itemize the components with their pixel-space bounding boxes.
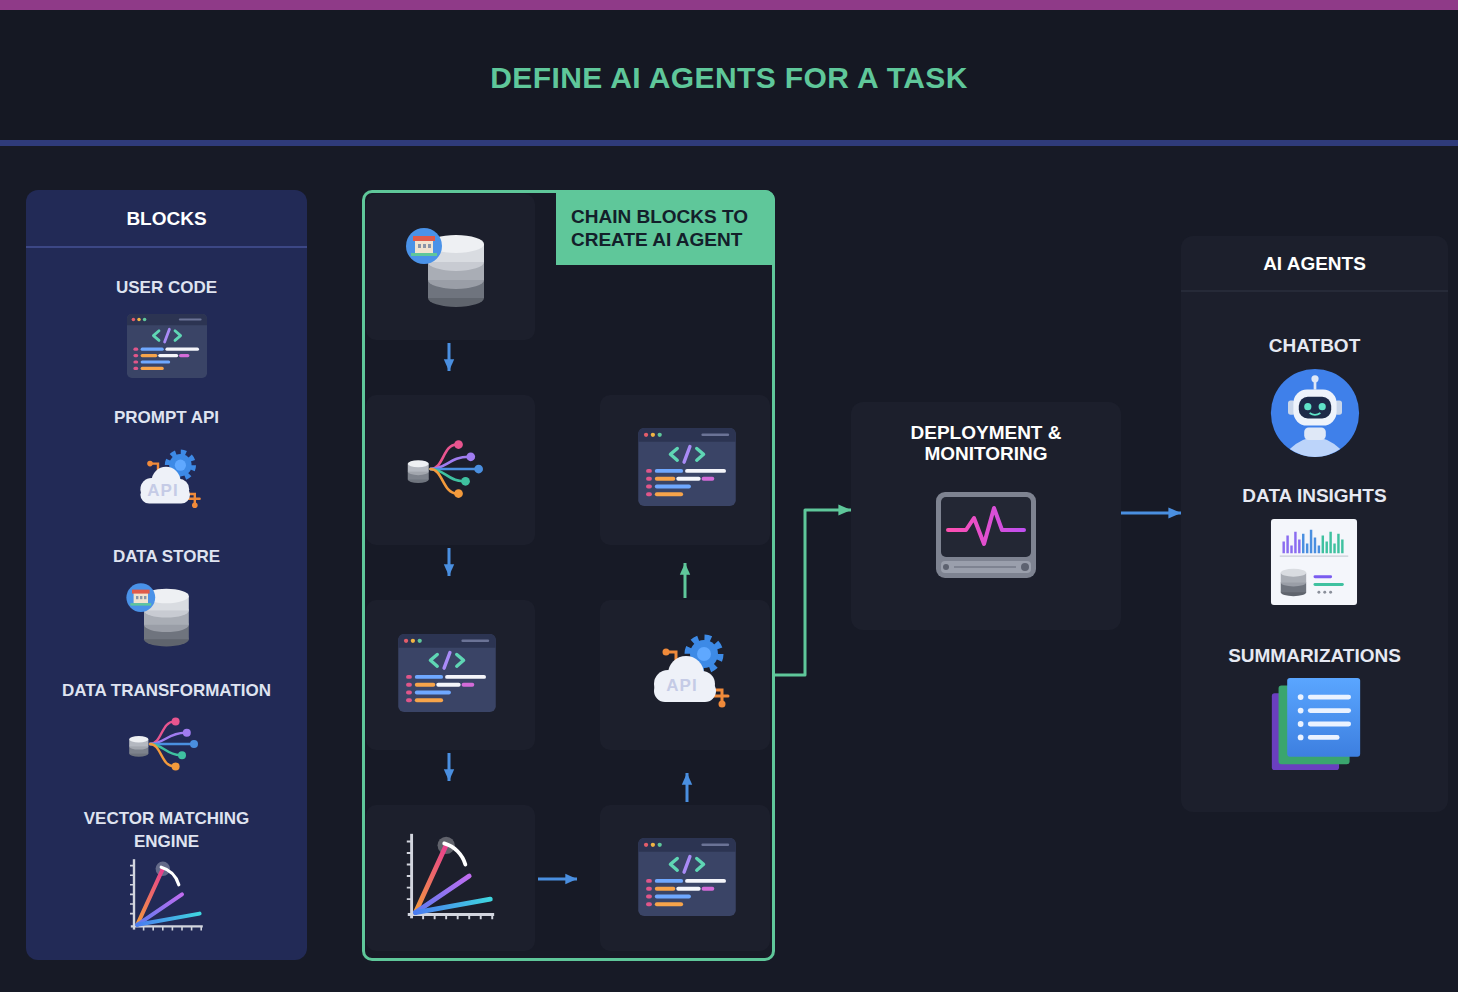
top-accent-bar bbox=[0, 0, 1458, 10]
process-box: DEPLOYMENT & MONITORING bbox=[851, 402, 1121, 630]
chain-tiles-part bbox=[366, 395, 535, 545]
user-code-icon bbox=[638, 838, 736, 916]
data-transformation-icon bbox=[408, 440, 483, 498]
header-band bbox=[0, 0, 1458, 140]
agents-panel: AI AGENTS CHATBOT DATA INSIGHTS SUMMARIZATI… bbox=[1181, 236, 1448, 812]
chain-panel: CHAIN BLOCKS TO CREATE AI AGENT bbox=[362, 190, 775, 961]
flow-connector bbox=[775, 510, 851, 675]
panel-heading: AI AGENTS bbox=[1181, 236, 1448, 292]
user-code-icon bbox=[398, 634, 496, 712]
chain-tiles-part bbox=[600, 600, 770, 750]
chain-arrows-part bbox=[538, 878, 577, 881]
chain-tiles-part bbox=[366, 805, 535, 951]
chain-arrows bbox=[449, 343, 687, 879]
chain-tiles-part bbox=[600, 805, 770, 951]
chain-arrows-part bbox=[448, 753, 451, 781]
block-name: USER CODE bbox=[26, 278, 307, 298]
box-title: DEPLOYMENT & MONITORING bbox=[871, 422, 1101, 464]
block-name: DATA TRANSFORMATION bbox=[26, 681, 307, 701]
blocks-panel: BLOCKS USER CODE PROMPT API DATA STORE DATA … bbox=[26, 190, 307, 960]
chain-tiles-part bbox=[600, 395, 770, 545]
icon-badge-text: API bbox=[666, 676, 697, 696]
chain-arrows-part bbox=[684, 563, 687, 598]
data-store-icon bbox=[406, 228, 484, 307]
icon-badge-text: API bbox=[147, 481, 178, 501]
vector-engine-icon bbox=[407, 834, 494, 919]
user-code-icon bbox=[638, 428, 736, 506]
chain-tiles bbox=[366, 194, 770, 951]
agent-name: CHATBOT bbox=[1181, 335, 1448, 357]
block-name: VECTOR MATCHING ENGINE bbox=[56, 807, 277, 853]
agent-name: SUMMARIZATIONS bbox=[1181, 645, 1448, 667]
chain-arrows-part bbox=[448, 343, 451, 371]
chain-arrows-part bbox=[686, 773, 689, 802]
chain-arrows-part bbox=[448, 548, 451, 576]
header-rule bbox=[0, 140, 1458, 146]
block-name: PROMPT API bbox=[26, 408, 307, 428]
chain-tiles-part bbox=[366, 194, 535, 340]
prompt-api-icon bbox=[654, 639, 728, 708]
agent-name: DATA INSIGHTS bbox=[1181, 485, 1448, 507]
panel-heading: BLOCKS bbox=[26, 190, 307, 247]
block-name: DATA STORE bbox=[26, 547, 307, 567]
flow-connector bbox=[1121, 512, 1181, 515]
panel-heading: CHAIN BLOCKS TO CREATE AI AGENT bbox=[556, 190, 775, 265]
diagram-title: DEFINE AI AGENTS FOR A TASK bbox=[0, 57, 1458, 99]
chain-tiles-part bbox=[366, 600, 535, 750]
